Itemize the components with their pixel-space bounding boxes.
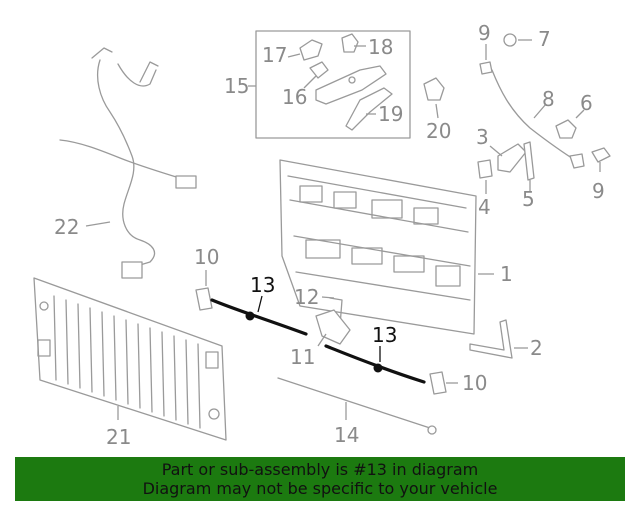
part-5-strap	[523, 141, 535, 192]
callout-20: 20	[426, 119, 451, 143]
callout-9-upper: 9	[478, 21, 491, 45]
callout-8: 8	[542, 87, 555, 111]
part-10-end-left	[195, 270, 213, 311]
callout-10-right: 10	[462, 371, 487, 395]
part-13-cable-right	[324, 344, 426, 384]
part-18-bracket	[341, 33, 359, 53]
callout-10-left: 10	[194, 245, 219, 269]
callout-5: 5	[522, 187, 535, 211]
callout-11: 11	[290, 345, 315, 369]
callout-17: 17	[262, 43, 287, 67]
callout-22: 22	[54, 215, 79, 239]
part-3-hinge	[489, 143, 527, 173]
callout-3: 3	[476, 125, 489, 149]
part-2-bracket	[469, 319, 528, 359]
info-banner: Part or sub-assembly is #13 in diagram D…	[15, 457, 625, 501]
part-6-cap	[555, 109, 585, 139]
callout-9-lower: 9	[592, 179, 605, 203]
inset-box-15	[255, 30, 411, 139]
banner-line-1: Part or sub-assembly is #13 in diagram	[161, 460, 479, 479]
callout-21: 21	[106, 425, 131, 449]
part-19-actuator	[345, 87, 393, 131]
part-4-bushing	[477, 159, 493, 194]
part-11-latch	[315, 309, 351, 347]
callout-6: 6	[580, 91, 593, 115]
callout-13-left: 13	[250, 273, 275, 297]
callout-18: 18	[368, 35, 393, 59]
callout-12: 12	[294, 285, 319, 309]
callout-16: 16	[282, 85, 307, 109]
callout-19: 19	[378, 102, 403, 126]
part-16-latch-handle	[309, 61, 387, 105]
part-21-outer-panel	[33, 277, 227, 441]
callout-1: 1	[500, 262, 513, 286]
parts-diagram: 15 17 18 16 19 20 7 9 8 6 3 4	[33, 21, 611, 449]
callout-13-right: 13	[372, 323, 397, 347]
part-20-sensor	[423, 77, 445, 119]
callout-15: 15	[224, 74, 249, 98]
part-13-cable-left	[210, 295, 308, 336]
part-7-nut	[503, 33, 532, 47]
part-9-bolt-upper	[479, 44, 493, 75]
part-22-wiring-harness	[59, 47, 197, 279]
part-14-rod	[277, 377, 437, 435]
part-17-clip	[299, 39, 323, 61]
callout-7: 7	[538, 27, 551, 51]
callout-2: 2	[530, 336, 543, 360]
callout-4: 4	[478, 195, 491, 219]
part-1-inner-panel	[279, 159, 494, 335]
part-9-bolt-lower	[591, 147, 611, 172]
part-10-end-right	[429, 371, 458, 395]
part-8-cable	[491, 69, 585, 169]
banner-line-2: Diagram may not be specific to your vehi…	[142, 479, 498, 498]
callout-14: 14	[334, 423, 359, 447]
